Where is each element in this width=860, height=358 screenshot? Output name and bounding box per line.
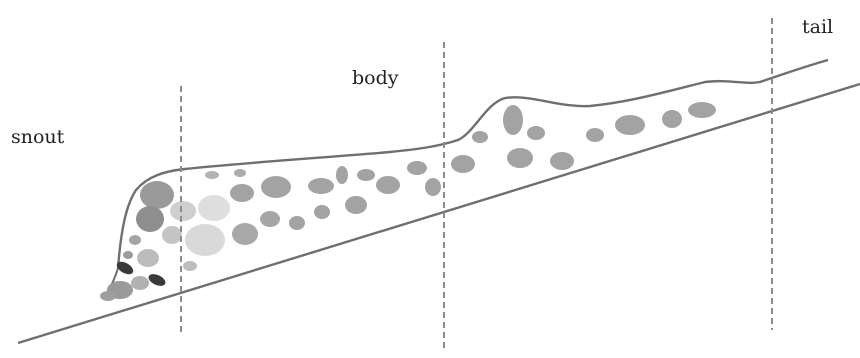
spot xyxy=(586,128,604,142)
spot xyxy=(205,171,219,179)
spot xyxy=(129,235,141,245)
spot xyxy=(407,161,427,175)
spot xyxy=(376,176,400,194)
spot xyxy=(140,181,174,209)
spot xyxy=(234,169,246,177)
spot xyxy=(137,249,159,267)
spot xyxy=(162,226,182,244)
spot xyxy=(472,131,488,143)
spot xyxy=(198,195,230,221)
spot xyxy=(232,223,258,245)
spot xyxy=(100,291,116,301)
spot xyxy=(615,115,645,135)
spot xyxy=(345,196,367,214)
spot xyxy=(336,166,348,184)
spot xyxy=(550,152,574,170)
spot xyxy=(136,206,164,232)
spot xyxy=(314,205,330,219)
tail-label: tail xyxy=(802,18,833,37)
spot xyxy=(308,178,334,194)
spot xyxy=(357,169,375,181)
spot xyxy=(507,148,533,168)
spot xyxy=(131,276,149,290)
spot xyxy=(662,110,682,128)
spot xyxy=(451,155,475,173)
spot xyxy=(147,272,168,289)
spot xyxy=(123,251,133,259)
spot xyxy=(425,178,441,196)
spot xyxy=(230,184,254,202)
spot xyxy=(527,126,545,140)
spot xyxy=(170,201,196,221)
body-spots xyxy=(230,102,716,245)
spot xyxy=(261,176,291,198)
body-label: body xyxy=(352,69,399,88)
snout-label: snout xyxy=(11,128,64,147)
spot xyxy=(289,216,305,230)
spot xyxy=(185,224,225,256)
spot xyxy=(183,261,197,271)
spot xyxy=(260,211,280,227)
spot xyxy=(688,102,716,118)
spot xyxy=(503,105,523,135)
